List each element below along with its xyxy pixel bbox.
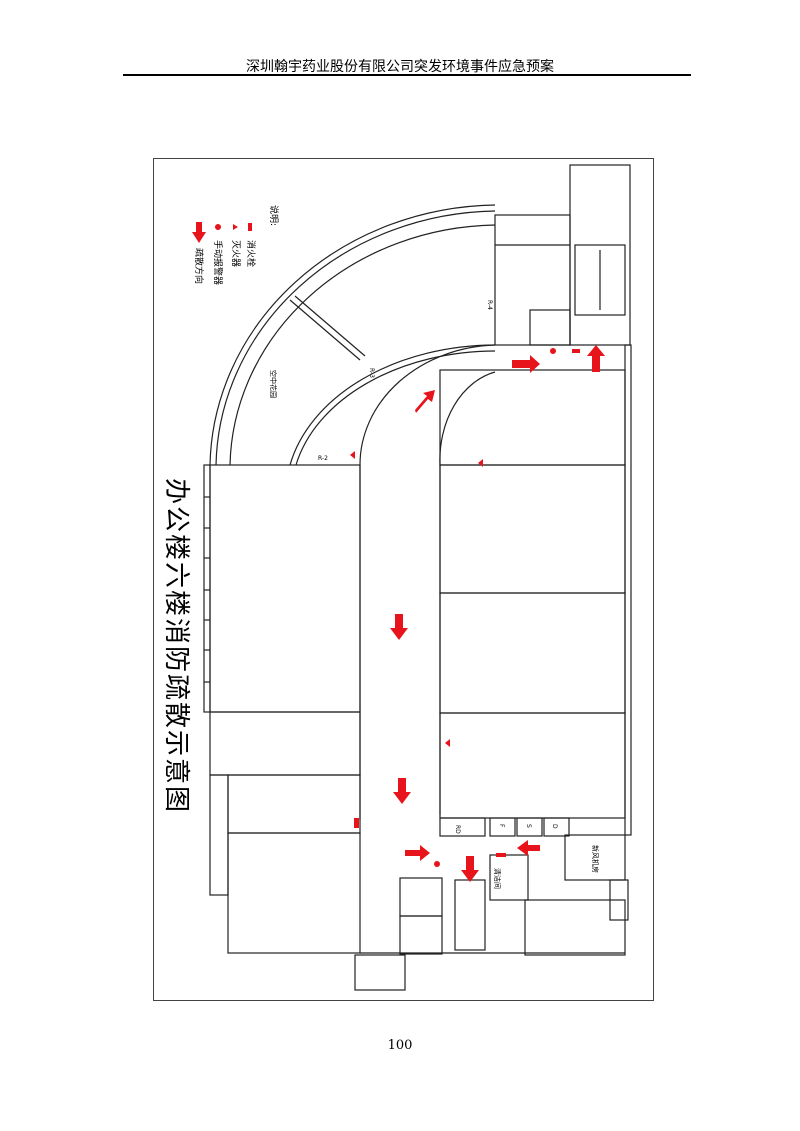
page-number: 100 <box>387 1038 413 1053</box>
fire-extinguisher-icon <box>350 451 355 459</box>
fire-extinguisher-icon <box>445 739 450 747</box>
room-label-cleaning: 清洁间 <box>493 868 502 889</box>
room-label-f: F <box>498 824 505 828</box>
manual-alarm-icon <box>550 348 556 354</box>
outer-arc-wall <box>209 204 496 466</box>
fire-hydrant-icon <box>572 349 580 353</box>
fire-hydrant-icon <box>354 818 359 828</box>
legend-evacuation-arrow-icon <box>192 222 206 243</box>
legend-heading: 说明: <box>268 205 280 226</box>
legend-label: 消火栓 <box>245 240 257 267</box>
legend-extinguisher-icon <box>233 224 238 230</box>
evacuation-arrow-icon <box>587 345 605 372</box>
room-label-sky-garden: 空中花园 <box>269 370 278 398</box>
diagram-title: 办公楼六楼消防疏散示意图 <box>161 478 191 814</box>
fire-hydrant-icon <box>496 853 506 857</box>
legend-hydrant-icon <box>248 223 252 231</box>
legend-label: 手动报警器 <box>212 240 224 285</box>
diagram-frame <box>153 158 654 1001</box>
room-label-s: S <box>525 824 532 828</box>
room-label-r4: R-4 <box>486 300 493 310</box>
room-label-r3: R-3 <box>368 368 375 378</box>
legend-label: 疏散方向 <box>193 248 205 284</box>
legend-label: 灭火器 <box>230 240 241 267</box>
evacuation-arrow-icon <box>405 845 430 861</box>
room-label-fresh-air: 新风机房 <box>591 845 600 873</box>
legend-alarm-icon <box>215 224 221 230</box>
inner-arc-wall <box>289 344 496 466</box>
header-rule <box>123 74 691 76</box>
legend: 说明: 消火栓 灭火器 手动报警器 疏散方向 <box>193 205 280 285</box>
room-label-rd: RD <box>454 825 461 834</box>
walls <box>203 164 632 991</box>
left-office <box>209 464 361 713</box>
evacuation-arrow-icon <box>461 856 479 882</box>
manual-alarm-icon <box>434 861 440 867</box>
room-label-d: D <box>551 824 558 829</box>
document-header: 深圳翰宇药业股份有限公司突发环境事件应急预案 <box>246 59 554 75</box>
evacuation-arrow-icon <box>517 840 540 856</box>
evacuation-arrow-icon <box>390 614 408 640</box>
fire-extinguisher-icon <box>478 459 483 467</box>
evacuation-arrow-icon <box>512 355 540 373</box>
evacuation-arrow-icon <box>393 778 411 804</box>
room-label-r2: R-2 <box>318 455 328 462</box>
markers <box>192 222 605 882</box>
evacuation-arrow-icon <box>415 390 435 413</box>
